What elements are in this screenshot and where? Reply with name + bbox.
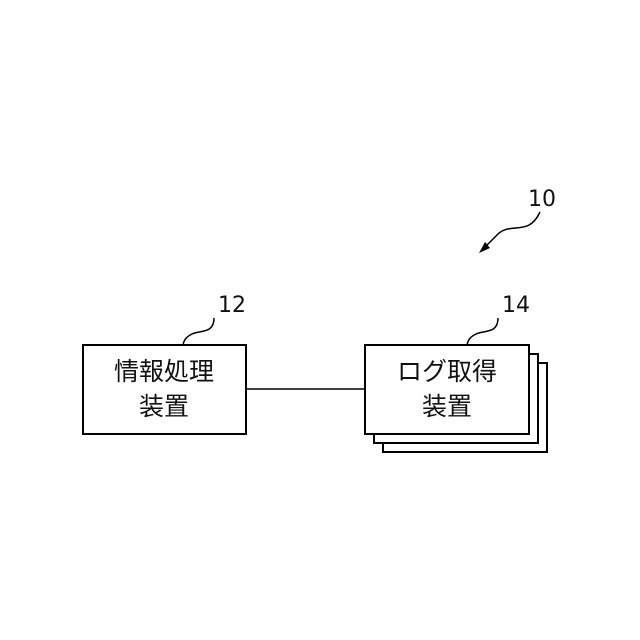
info-processor-ref-leader: [183, 318, 214, 345]
log-acquirer-ref-number: 14: [502, 293, 530, 318]
info-processor-label-line1: 情報処理: [114, 357, 214, 386]
log-acquirer-label-line2: 装置: [422, 392, 472, 421]
log-acquirer-ref-leader: [467, 318, 498, 345]
log-acquirer-label-line1: ログ取得: [397, 357, 497, 386]
system-ref-leader: [482, 212, 540, 250]
info-processor-box: 情報処理 装置: [83, 345, 246, 434]
info-processor-ref-number: 12: [218, 293, 246, 318]
info-processor-label-line2: 装置: [139, 392, 189, 421]
system-ref-number: 10: [528, 187, 556, 212]
log-acquirer-stack: ログ取得 装置: [365, 345, 547, 452]
